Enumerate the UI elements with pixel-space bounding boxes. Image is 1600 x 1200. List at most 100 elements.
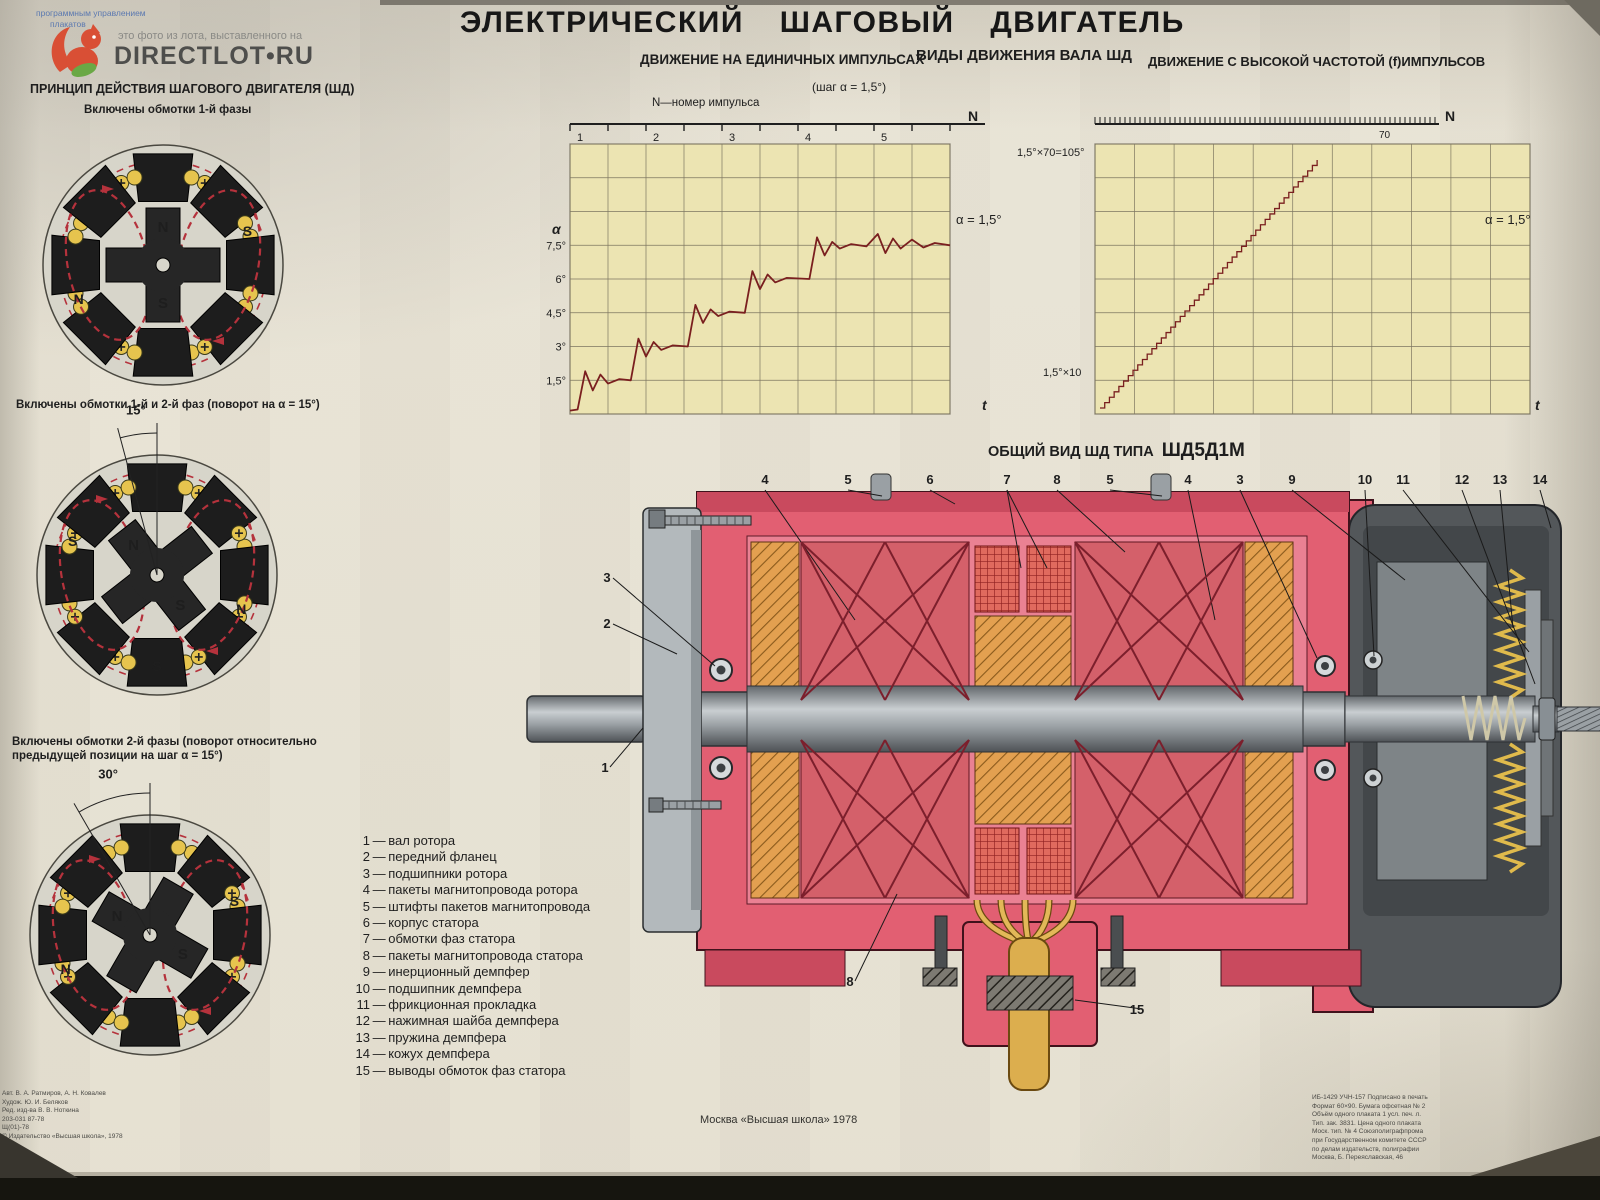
chart1-impulse-axis-label: N—номер импульса — [652, 97, 760, 109]
chart1-title: ДВИЖЕНИЕ НА ЕДИНИЧНЫХ ИМПУЛЬСАХ — [640, 52, 925, 67]
colophon-line: ИБ-1429 УЧН-157 Подписано в печать — [1312, 1094, 1428, 1101]
colophon-line: Моск. тип. № 4 Союзполиграфпрома — [1312, 1128, 1424, 1136]
rotor-shaft — [526, 685, 1600, 753]
svg-text:6: 6 — [926, 472, 933, 487]
colophon-line: при Государственном комитете СССР — [1312, 1136, 1427, 1144]
svg-text:3: 3 — [729, 132, 735, 144]
poster-title: ЭЛЕКТРИЧЕСКИЙ ШАГОВЫЙ ДВИГАТЕЛЬ — [460, 6, 1185, 39]
legend-item: 4 — пакеты магнитопровода ротора — [362, 882, 578, 898]
motor-phase-diagram-3: N S S N 30° — [29, 767, 271, 1056]
svg-text:15: 15 — [1130, 1002, 1144, 1017]
colophon-line: Ред. изд-ва В. В. Ноткина — [2, 1107, 79, 1115]
motor-phase-diagram-2: N S S N S 15° — [36, 402, 278, 696]
corner-note-line1: программным управлением — [36, 8, 146, 18]
svg-text:7,5°: 7,5° — [546, 240, 566, 252]
svg-text:30°: 30° — [98, 767, 118, 782]
diagram2-caption: Включены обмотки 1-й и 2-й фаз (поворот … — [16, 399, 320, 411]
diagram3-caption: Включены обмотки 2-й фазы (поворот относ… — [12, 736, 317, 762]
legend-item: 6 — корпус статора — [362, 915, 479, 931]
watermark-brand: DIRECTLOT•RU — [114, 42, 314, 70]
svg-text:α = 1,5°: α = 1,5° — [1485, 212, 1531, 227]
svg-text:10: 10 — [1358, 472, 1372, 487]
svg-text:3°: 3° — [555, 342, 566, 354]
svg-text:14: 14 — [1533, 472, 1548, 487]
svg-text:S: S — [68, 533, 77, 549]
svg-text:4: 4 — [805, 132, 811, 144]
svg-text:8: 8 — [846, 974, 853, 989]
svg-text:α = 1,5°: α = 1,5° — [956, 212, 1002, 227]
legend-item: 2 — передний фланец — [362, 849, 497, 865]
legend-item: 9 — инерционный демпфер — [362, 964, 530, 980]
colophon-line: Худож. Ю. И. Беляков — [2, 1098, 68, 1106]
svg-text:N: N — [112, 908, 123, 925]
rear-bearings — [1314, 650, 1383, 788]
colophon-line: Щ(01)-78 — [2, 1124, 30, 1132]
svg-text:N: N — [236, 601, 246, 617]
legend-item: 7 — обмотки фаз статора — [362, 931, 516, 947]
svg-text:7: 7 — [1003, 472, 1010, 487]
svg-text:8: 8 — [1053, 472, 1060, 487]
chart1-subtitle: (шаг α = 1,5°) — [812, 80, 887, 94]
svg-text:9: 9 — [1288, 472, 1295, 487]
svg-text:1,5°×10: 1,5°×10 — [1043, 367, 1081, 379]
svg-text:S: S — [178, 946, 188, 963]
damper-springs — [1461, 568, 1528, 874]
svg-text:4,5°: 4,5° — [546, 308, 566, 320]
svg-text:4: 4 — [1184, 472, 1192, 487]
svg-text:3: 3 — [603, 570, 610, 585]
watermark-note: это фото из лота, выставленного на — [118, 30, 303, 42]
svg-text:5: 5 — [1106, 472, 1113, 487]
svg-text:t: t — [1535, 397, 1541, 413]
legend-item: 13 — пружина демпфера — [355, 1029, 507, 1045]
corner-note-line2: плакатов — [50, 19, 86, 29]
svg-text:S: S — [158, 295, 168, 312]
svg-text:S: S — [175, 597, 185, 614]
legend-item: 12 — нажимная шайба демпфера — [355, 1013, 559, 1029]
svg-text:1: 1 — [601, 760, 608, 775]
svg-text:11: 11 — [1396, 472, 1410, 487]
svg-text:5: 5 — [881, 132, 887, 144]
svg-text:N: N — [61, 961, 71, 977]
legend-item: 15 — выводы обмоток фаз статора — [355, 1062, 566, 1078]
general-view-heading-prefix: ОБЩИЙ ВИД ШД ТИПА — [988, 444, 1154, 460]
svg-text:1,5°×70=105°: 1,5°×70=105° — [1017, 147, 1085, 159]
svg-text:S: S — [152, 658, 161, 674]
svg-text:S: S — [243, 223, 252, 239]
svg-text:1: 1 — [577, 132, 583, 144]
colophon-line: Формат 60×90. Бумага офсетная № 2 — [1312, 1102, 1426, 1110]
chart2-title: ДВИЖЕНИЕ С ВЫСОКОЙ ЧАСТОТОЙ (f)ИМПУЛЬСОВ — [1148, 54, 1486, 69]
colophon-line: по делам издательств, полиграфии — [1312, 1145, 1419, 1153]
colophon-line: Объём одного плаката 1 усл. печ. л. — [1312, 1111, 1422, 1119]
diagram1-caption: Включены обмотки 1-й фазы — [84, 104, 252, 116]
svg-text:70: 70 — [1379, 130, 1391, 141]
colophon-line: Москва, Б. Переяславская, 46 — [1312, 1154, 1403, 1162]
colophon-line: © Издательство «Высшая школа», 1978 — [2, 1132, 123, 1140]
squirrel-logo-icon — [51, 24, 101, 77]
legend-item: 1 — вал ротора — [362, 833, 456, 848]
poster-bottom-edge — [0, 1172, 1600, 1176]
svg-text:5: 5 — [844, 472, 851, 487]
legend-item: 3 — подшипники ротора — [362, 865, 508, 881]
svg-text:N: N — [128, 537, 139, 554]
svg-text:S: S — [230, 893, 239, 909]
svg-text:2: 2 — [603, 616, 610, 631]
corner-print-note: программным управлением плакатов — [36, 8, 146, 30]
photo-background-bottom — [0, 1176, 1600, 1200]
colophon-line: Авт. В. А. Ратмиров, А. Н. Ковалев — [2, 1090, 106, 1097]
colophon-line: 203-031 87-78 — [2, 1115, 45, 1123]
svg-text:4: 4 — [761, 472, 769, 487]
svg-text:6°: 6° — [555, 274, 566, 286]
svg-text:2: 2 — [653, 132, 659, 144]
poster-top-edge — [380, 0, 1600, 5]
front-flange — [642, 507, 752, 933]
svg-text:15°: 15° — [126, 402, 146, 417]
svg-text:3: 3 — [1236, 472, 1243, 487]
